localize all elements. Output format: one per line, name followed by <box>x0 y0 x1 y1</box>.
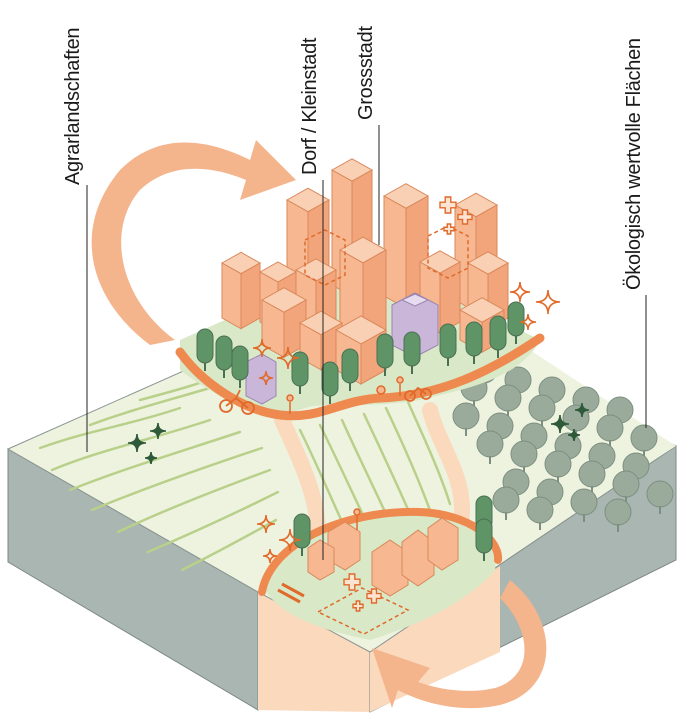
tree-icon <box>604 498 632 526</box>
label-agrarlandschaften: Agrarlandschaften <box>62 28 84 185</box>
tree-icon <box>544 450 572 478</box>
paths <box>274 402 470 548</box>
tree-icon <box>528 394 556 422</box>
tree-icon <box>596 414 624 442</box>
tree-icon <box>341 348 359 391</box>
plus-icon <box>439 196 457 214</box>
curved-arrow-icon <box>91 140 297 345</box>
purple-building-small <box>245 353 277 405</box>
sparkle-icon <box>278 528 302 552</box>
label-grossstadt: Grossstadt <box>355 26 377 120</box>
sparkle-icon <box>256 514 276 534</box>
building <box>260 287 308 359</box>
plus-icon <box>343 573 361 591</box>
pedestrian-icon <box>286 376 404 530</box>
plus-icon <box>443 223 455 235</box>
tree-icon <box>231 345 249 388</box>
slab-left-side-peach <box>258 592 370 712</box>
sparkle-icon <box>550 414 570 434</box>
village-houses <box>307 517 459 597</box>
tree-icon <box>196 328 214 371</box>
plus-icon <box>352 600 364 612</box>
sparkle-icon <box>252 338 272 358</box>
bicycle-icon <box>219 389 255 415</box>
building <box>220 251 262 330</box>
curved-arrow-icon-lower <box>372 580 547 709</box>
leader-lines <box>86 125 647 560</box>
sparkle-icon <box>567 428 581 442</box>
planned-village-plot <box>316 587 410 635</box>
tree-icon <box>570 488 598 516</box>
tree-icon <box>492 486 520 514</box>
sparkles <box>127 281 590 564</box>
sparkle-icon <box>574 402 590 418</box>
tree-icon <box>403 331 421 374</box>
green-trees <box>196 301 525 561</box>
tree-icon <box>510 440 538 468</box>
tree-icon <box>439 323 457 366</box>
label-oekologisch-wertvolle-flaechen: Ökologisch wertvolle Flächen <box>623 38 645 290</box>
tree-icon <box>507 301 525 344</box>
sparkle-icon <box>519 313 537 331</box>
sparkle-icon <box>127 433 147 453</box>
bicycle-icon-2 <box>404 386 432 402</box>
tree-icon <box>630 424 658 452</box>
tree-icon <box>526 496 554 524</box>
agricultural-field-lines <box>38 370 452 572</box>
tree-icon <box>452 402 480 430</box>
sparkle-icon <box>262 548 278 564</box>
label-dorf-kleinstadt: Dorf / Kleinstadt <box>299 37 321 175</box>
sparkle-icon <box>258 370 274 386</box>
plus-icon <box>457 209 473 225</box>
tree-icon <box>578 460 606 488</box>
tree-icon <box>475 518 493 561</box>
sparkle-icon <box>276 346 300 370</box>
grey-trees <box>436 346 674 532</box>
health-plus-icons <box>343 196 473 612</box>
sparkle-icon <box>149 422 167 440</box>
sparkle-icon <box>144 451 158 465</box>
tree-icon <box>646 480 674 508</box>
sparkle-icon <box>509 281 531 303</box>
tree-icon <box>291 351 309 394</box>
tree-icon <box>489 315 507 358</box>
tree-icon <box>476 430 504 458</box>
tree-icon <box>612 470 640 498</box>
city-ring-road <box>175 333 545 421</box>
sparkle-icon <box>535 289 561 315</box>
ecological-area <box>436 346 676 532</box>
plus-icon <box>366 588 382 604</box>
tree-icon <box>376 333 394 376</box>
tree-icon <box>494 384 522 412</box>
tree-icon <box>321 361 339 404</box>
bench-icon <box>277 582 305 604</box>
tree-icon <box>465 321 483 364</box>
